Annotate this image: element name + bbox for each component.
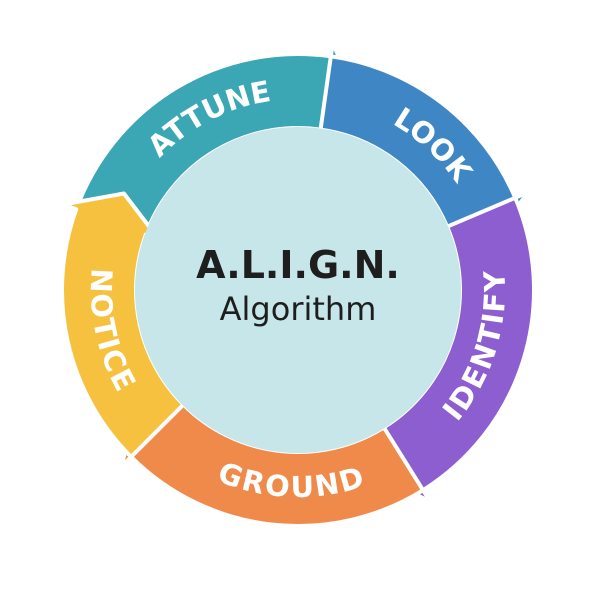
center-subtitle: Algorithm (220, 290, 377, 328)
center-circle (135, 127, 461, 453)
center-title: A.L.I.G.N. (196, 243, 400, 287)
